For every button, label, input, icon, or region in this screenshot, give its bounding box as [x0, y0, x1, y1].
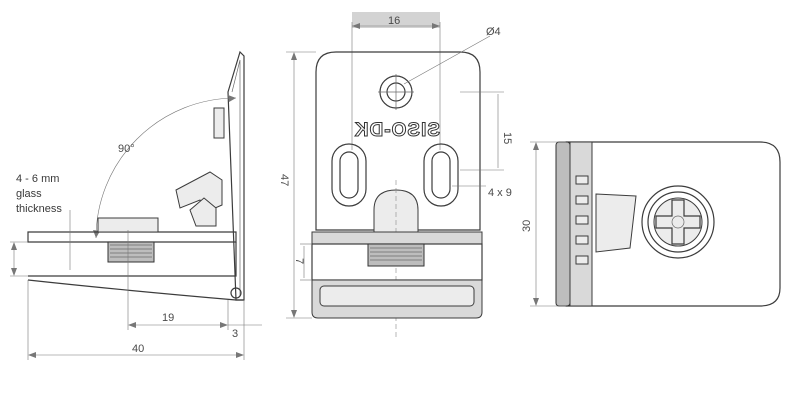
set-screw-head [97, 217, 159, 233]
slot-size-label: 4 x 9 [488, 187, 512, 199]
lower-jaw [28, 242, 237, 277]
angle-arc [95, 97, 237, 239]
teeth [575, 175, 589, 265]
dim-19-label: 19 [162, 312, 174, 324]
base-plate [27, 231, 237, 243]
glass-range-label: 4 - 6 mm [16, 173, 59, 185]
slot-left [331, 143, 367, 207]
vertical-plate [227, 50, 245, 301]
width-label: 16 [388, 15, 400, 27]
top-view: 30 [521, 141, 781, 307]
height-total-label: 47 [278, 174, 290, 186]
brand-text: SISO-DK [354, 120, 440, 141]
slot-right [423, 143, 459, 207]
front-view: 16 Ø4 SISO-DK 15 4 x 9 [278, 12, 513, 340]
cross-recess-icon [655, 199, 701, 245]
lower-height-label: 7 [293, 258, 305, 264]
front-thread [370, 247, 422, 261]
clamp-wedge [595, 193, 637, 253]
dim-40-label: 40 [132, 343, 144, 355]
slot-pitch-label: 15 [501, 132, 513, 144]
side-view: 90° 4 - 6 mm glass thickness 19 3 40 [10, 50, 262, 360]
front-plate [315, 51, 481, 231]
lower-body-top [311, 231, 483, 245]
side-height-label: 30 [521, 220, 533, 232]
thread [110, 244, 152, 258]
screw-head [641, 185, 715, 259]
top-plate [565, 141, 781, 307]
glass-word-label: glass [16, 188, 42, 200]
dim-3-label: 3 [232, 328, 238, 340]
angle-label: 90° [118, 143, 135, 155]
plate-screw [213, 107, 225, 139]
thickness-word-label: thickness [16, 203, 62, 215]
hole-diameter-label: Ø4 [486, 26, 501, 38]
